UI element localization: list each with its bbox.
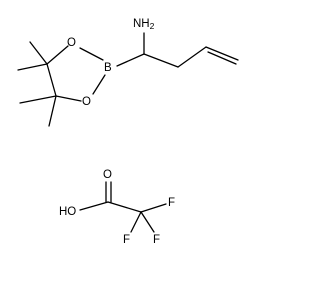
bond-b-o1 <box>79 47 104 61</box>
fluorine-label-2: F <box>123 234 130 246</box>
bond-cq2-me3 <box>19 95 57 104</box>
amine-label: NH2 <box>133 18 155 31</box>
bond-o2-b <box>92 74 106 95</box>
oxygen-bottom-label: O <box>82 96 91 108</box>
bond-cf3-f2 <box>130 211 142 233</box>
fluorine-label-3: F <box>153 234 160 246</box>
bond-o1-cq1 <box>46 45 69 65</box>
bond-calpha-ch2 <box>143 53 179 68</box>
structure-canvas: NH2 O B O HO O F F F <box>17 18 239 247</box>
bond-cq1-me2 <box>17 63 48 71</box>
fluorine-label-1: F <box>168 197 175 209</box>
bond-cf3-f3 <box>140 211 155 233</box>
bond-b-calpha <box>116 53 145 67</box>
bond-cq2-o2 <box>55 95 82 102</box>
bond-cq1-cq2 <box>46 63 57 97</box>
bond-oh-c <box>79 201 109 211</box>
trifluoroacetic-acid-molecule: HO O F F F <box>59 169 175 246</box>
bond-ch2-ch <box>177 46 207 68</box>
bond-cq1-me1 <box>29 41 48 65</box>
carbonyl-oxygen-label: O <box>103 169 112 181</box>
chemical-structure-drawing: NH2 O B O HO O F F F <box>17 18 239 246</box>
bond-ch-ch2-double-a <box>205 46 239 61</box>
bond-c-cf3 <box>107 201 142 213</box>
boron-label: B <box>104 62 112 74</box>
boronate-amine-molecule: NH2 O B O <box>17 18 239 127</box>
hydroxyl-label: HO <box>59 206 76 218</box>
bond-ch-ch2-double-b <box>207 51 237 65</box>
oxygen-top-label: O <box>67 37 76 49</box>
bond-cf3-f1 <box>140 203 167 213</box>
bond-cq2-me4 <box>48 95 57 127</box>
